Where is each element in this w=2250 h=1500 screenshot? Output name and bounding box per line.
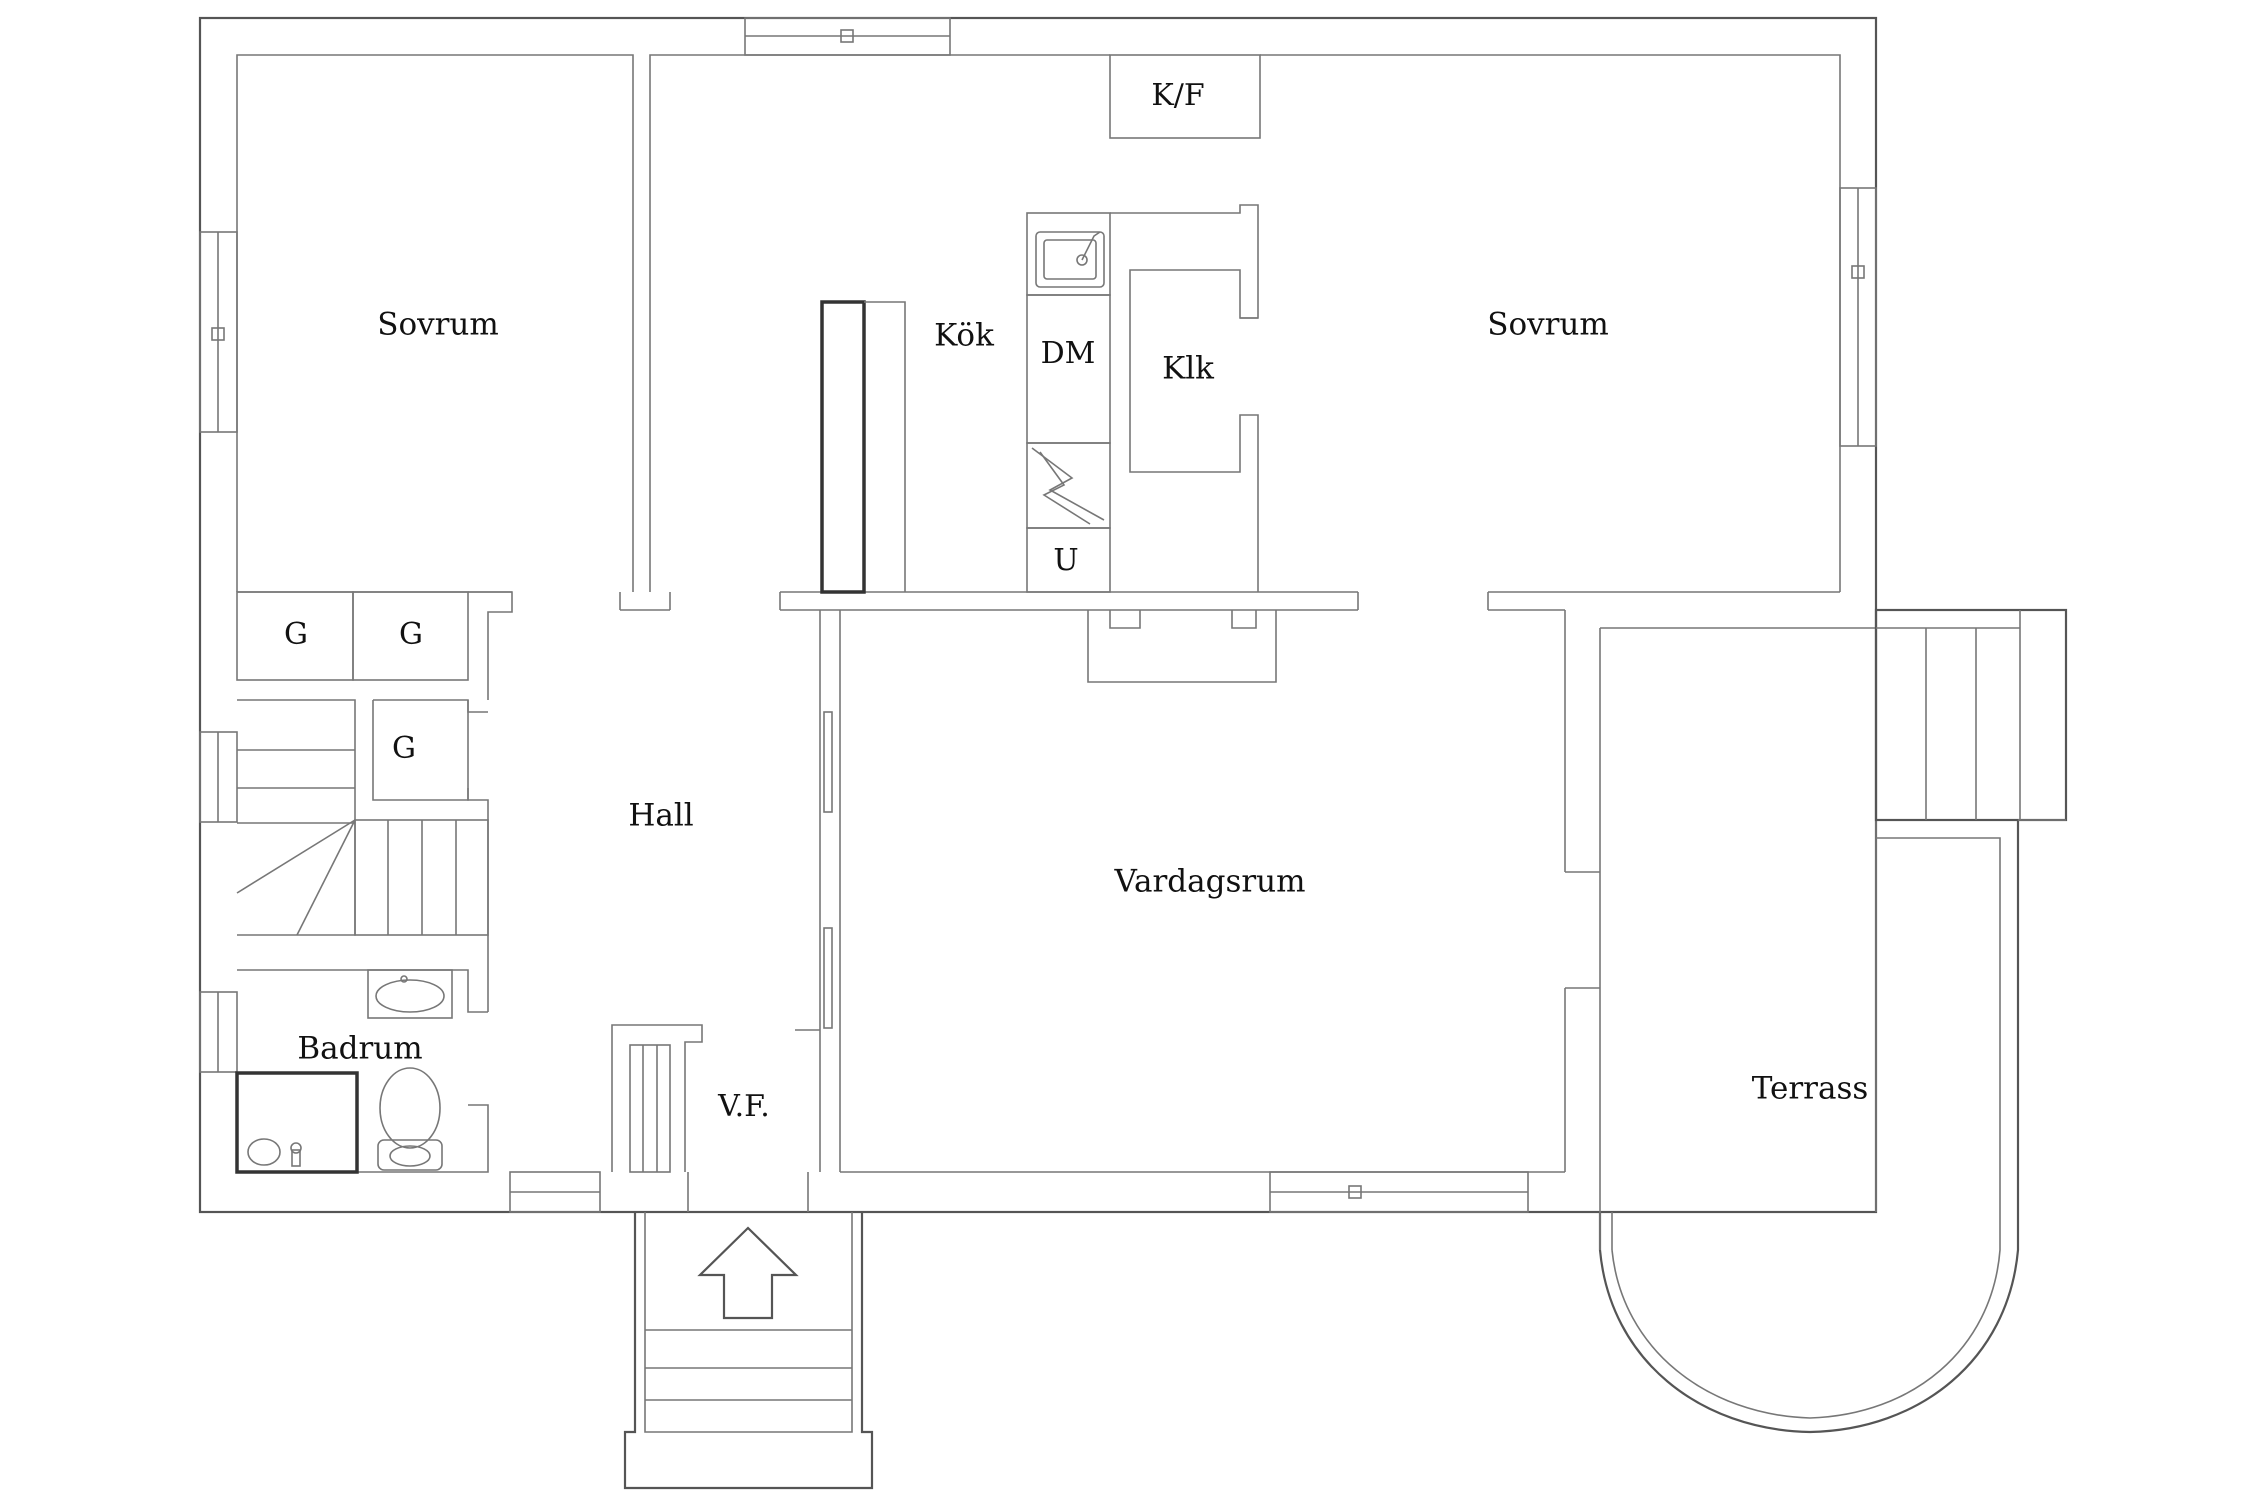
oven — [1026, 527, 1111, 593]
stove-icon — [1031, 447, 1105, 525]
fridge-freezer — [1109, 54, 1261, 139]
label-g2: G — [399, 617, 423, 652]
kitchen-counter-left — [820, 300, 866, 594]
terrace — [1598, 608, 2068, 1434]
kitchen — [820, 54, 1261, 594]
label-terrass: Terrass — [1752, 1071, 1869, 1107]
label-klk: Klk — [1162, 351, 1214, 387]
label-kok: Kök — [934, 318, 994, 354]
entrance-stairs — [623, 1212, 874, 1490]
room-labels: Sovrum Sovrum Kök DM Klk K/F U G G G Hal… — [284, 78, 1868, 1124]
label-g1: G — [284, 617, 308, 652]
label-g3: G — [392, 731, 416, 766]
label-kf: K/F — [1151, 78, 1204, 113]
toilet-icon — [377, 1067, 443, 1171]
label-dm: DM — [1041, 336, 1096, 371]
wardrobe-g2 — [352, 591, 469, 681]
wardrobe-g3 — [372, 699, 469, 801]
floor-drain-icon — [247, 1138, 302, 1167]
windows — [199, 17, 1877, 1213]
label-vardagsrum: Vardagsrum — [1113, 864, 1305, 900]
label-hall: Hall — [628, 798, 693, 834]
arrow-up-icon — [697, 1226, 799, 1320]
bathroom — [237, 969, 488, 1013]
label-badrum: Badrum — [297, 1031, 422, 1067]
outer-wall — [198, 16, 1878, 1214]
label-vf: V.F. — [717, 1089, 770, 1124]
label-sovrum-left: Sovrum — [377, 307, 499, 343]
label-u: U — [1053, 543, 1078, 578]
kitchen-sink-icon — [1035, 231, 1105, 288]
terrace-steps — [1874, 608, 2068, 822]
label-sovrum-right: Sovrum — [1487, 307, 1609, 343]
stair-upper — [237, 699, 356, 936]
entrance-area — [611, 1024, 809, 1212]
wash-basin-icon — [367, 969, 453, 1019]
stove — [1026, 442, 1111, 529]
building-walls — [198, 16, 1878, 1214]
wardrobe-vf — [611, 1024, 703, 1172]
pantry-klk — [1110, 204, 1259, 592]
shower — [235, 1071, 359, 1174]
room-kitchen-top — [649, 54, 1110, 592]
left-service-area — [235, 591, 513, 1174]
